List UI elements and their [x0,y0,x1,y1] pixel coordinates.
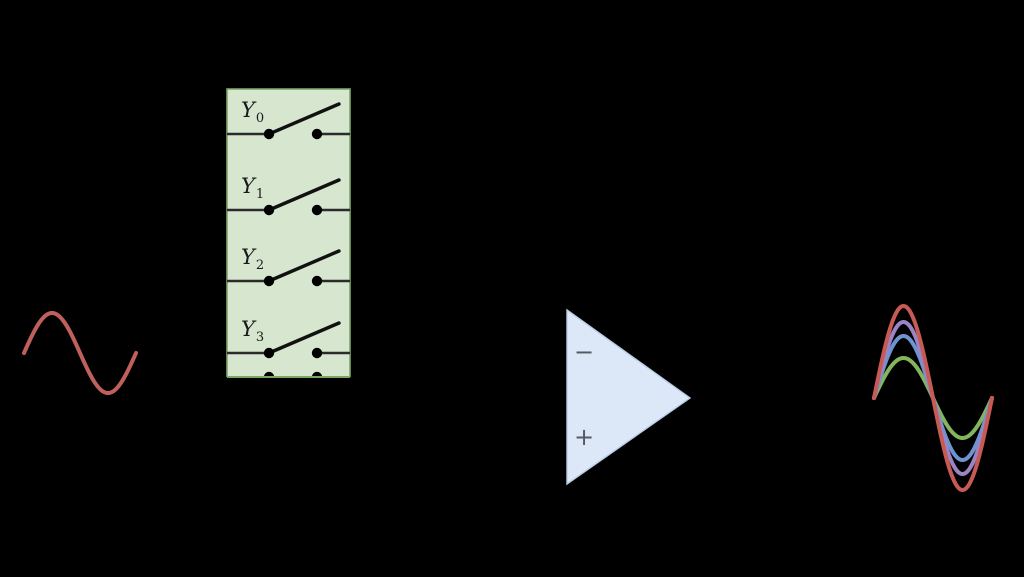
switch-blade[interactable] [267,178,341,212]
amplifier-triangle[interactable] [566,308,692,486]
switch-row-y0[interactable]: Y0 [227,98,350,140]
switch-pivot-dot [263,347,275,359]
operational-amplifier[interactable]: − + [566,308,692,486]
box-bottom-edge [227,376,350,378]
box-bottom-mask [221,377,356,397]
switch-pivot-dot [263,204,275,216]
switch-contact-dot [311,128,323,140]
switch-blade[interactable] [267,102,341,136]
input-sine-wave [22,311,138,395]
switch-pivot-dot [263,275,275,287]
switch-blade[interactable] [267,249,341,283]
switch-label-subscript: 1 [256,187,264,202]
switch-contact-dot [311,347,323,359]
amplifier-minus-label: − [574,338,594,366]
gain-trace-4 [872,304,994,492]
switch-row-y1[interactable]: Y1 [227,174,350,216]
switch-row-y2[interactable]: Y2 [227,245,350,287]
output-sine-family [872,304,994,492]
switch-contact-dot [311,275,323,287]
switch-label-subscript: 0 [256,111,264,126]
switch-pivot-dot [263,128,275,140]
switch-label-subscript: 2 [256,258,264,273]
switch-label-subscript: 3 [256,330,264,345]
amplifier-plus-label: + [574,423,594,451]
switch-blade[interactable] [267,321,341,355]
switch-contact-dot [311,204,323,216]
switch-bank-body [226,88,351,378]
